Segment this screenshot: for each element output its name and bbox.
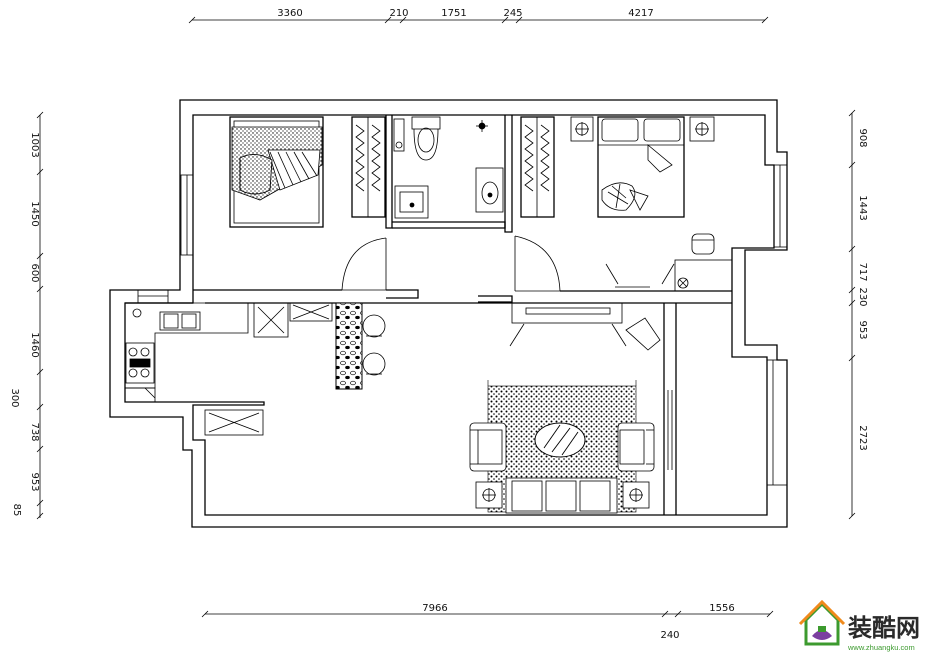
- house-logo-icon: [798, 599, 846, 646]
- bar-counter: [335, 302, 386, 390]
- dim-left-6: 738: [29, 422, 40, 441]
- dim-bottom-1: 7966: [422, 603, 447, 614]
- brand-name: 装酷网: [848, 614, 920, 642]
- sofa-bottom: [505, 477, 618, 514]
- stove: [125, 342, 155, 384]
- armchair-right: [617, 422, 655, 472]
- dim-bottom-3: 240: [660, 630, 679, 641]
- fridge-cabinet: [204, 302, 333, 436]
- exterior-walls: [109, 99, 788, 528]
- dim-left-4: 1460: [29, 332, 40, 357]
- bed-second: [597, 116, 685, 218]
- kitchen-counter: [124, 302, 249, 403]
- dim-left-7: 953: [29, 472, 40, 491]
- nightstand-lamp-left: [570, 116, 594, 142]
- dim-right-4: 230: [857, 287, 868, 306]
- wardrobe-bedroom-1: [351, 116, 386, 218]
- dim-bottom-2: 1556: [709, 603, 734, 614]
- dim-top-1: 3360: [277, 8, 302, 19]
- nightstand-lamp-right: [689, 116, 715, 142]
- dimension-left: 1003 1450 600 1460 300 738 953 85: [9, 111, 44, 520]
- desk-bedroom-2: [605, 233, 733, 292]
- dim-right-3: 717: [857, 262, 868, 281]
- dimension-right: 908 1443 717 230 953 2723: [848, 109, 868, 520]
- brand-logo: 装酷网 www.zhuangku.com: [798, 599, 920, 652]
- dim-left-5: 300: [9, 388, 20, 407]
- bathroom-fixture: [393, 118, 405, 152]
- toilet: [411, 116, 441, 161]
- sink-bathroom: [394, 185, 429, 219]
- windows: [137, 164, 788, 486]
- dim-left-1: 1003: [29, 132, 40, 157]
- side-lamp-left: [475, 481, 503, 509]
- side-lamp-right: [622, 481, 650, 509]
- dim-right-2: 1443: [857, 195, 868, 220]
- tv-console: [509, 317, 661, 351]
- dim-top-2: 210: [389, 8, 408, 19]
- dim-top-5: 4217: [628, 8, 653, 19]
- dim-left-3: 600: [29, 263, 40, 282]
- shower: [475, 120, 504, 213]
- dimension-bottom: 7966 1556 240: [201, 603, 774, 641]
- dim-left-2: 1450: [29, 201, 40, 226]
- doors: [341, 227, 561, 292]
- dim-left-8: 85: [11, 504, 22, 517]
- dim-top-3: 1751: [441, 8, 466, 19]
- dim-right-1: 908: [857, 128, 868, 147]
- armchair-left: [469, 422, 507, 472]
- dim-top-4: 245: [503, 8, 522, 19]
- dim-right-6: 2723: [857, 425, 868, 450]
- wardrobe-bedroom-2: [520, 116, 555, 218]
- bed-master: [229, 116, 324, 228]
- dim-right-5: 953: [857, 320, 868, 339]
- dimension-top: 3360 210 1751 245 4217: [188, 8, 769, 24]
- brand-url: www.zhuangku.com: [847, 643, 915, 652]
